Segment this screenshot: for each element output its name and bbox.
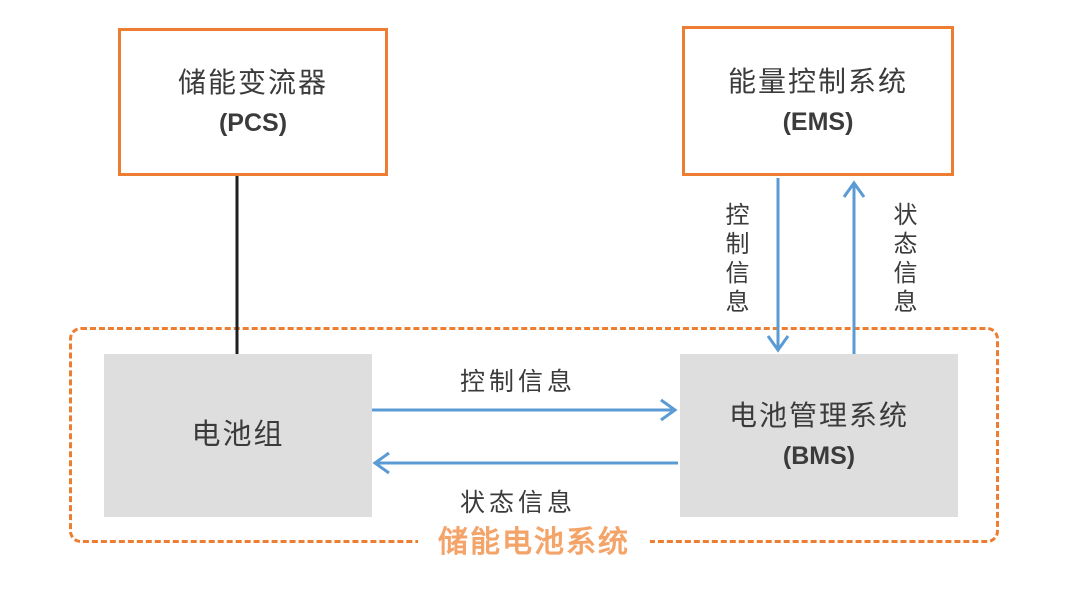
storage-system-container: 储能电池系统 [69, 327, 999, 561]
bms-node: 电池管理系统 (BMS) [680, 354, 958, 517]
ems-title: 能量控制系统 [727, 65, 908, 97]
ems-to-bms-arrow [766, 178, 790, 353]
bms-subtitle: (BMS) [782, 442, 856, 471]
edge-label-control-info-vertical: 控制信息 [721, 202, 748, 318]
pcs-subtitle: (PCS) [218, 108, 288, 137]
battery-pack-node: 电池组 [104, 354, 372, 517]
ems-node: 能量控制系统 (EMS) [682, 26, 954, 176]
pcs-node: 储能变流器 (PCS) [118, 28, 388, 176]
ems-subtitle: (EMS) [782, 107, 854, 136]
storage-system-label: 储能电池系统 [418, 517, 650, 561]
edge-label-status-info-vertical: 状态信息 [889, 202, 916, 318]
edge-label-status-info-horizontal: 状态信息 [459, 489, 576, 517]
battery-pack-title: 电池组 [191, 418, 285, 451]
pcs-title: 储能变流器 [177, 66, 328, 98]
edge-label-control-info-horizontal: 控制信息 [459, 368, 576, 396]
bms-title: 电池管理系统 [728, 400, 909, 432]
